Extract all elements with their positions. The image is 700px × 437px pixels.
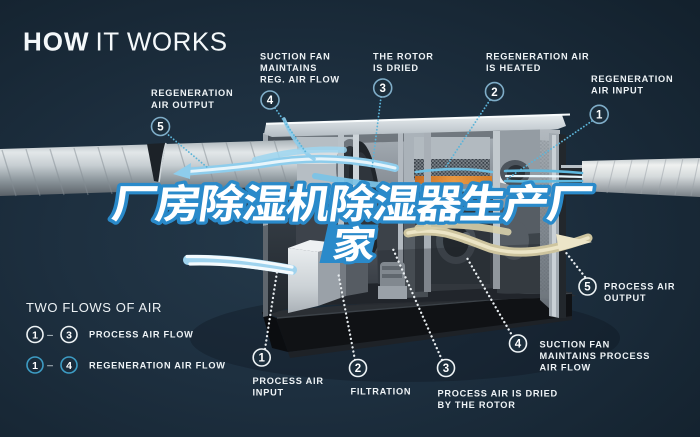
svg-text:HOW: HOW xyxy=(23,27,90,57)
svg-text:1: 1 xyxy=(596,110,603,122)
svg-text:REGENERATION: REGENERATION xyxy=(591,74,673,84)
svg-text:REGENERATION AIR FLOW: REGENERATION AIR FLOW xyxy=(89,360,226,370)
svg-text:4: 4 xyxy=(267,95,274,107)
svg-text:PROCESS AIR IS DRIED: PROCESS AIR IS DRIED xyxy=(438,389,558,399)
svg-text:FILTRATION: FILTRATION xyxy=(351,387,412,397)
svg-text:4: 4 xyxy=(66,360,72,372)
svg-text:IS HEATED: IS HEATED xyxy=(486,63,541,73)
svg-text:MAINTAINS PROCESS: MAINTAINS PROCESS xyxy=(540,351,651,361)
svg-text:IT WORKS: IT WORKS xyxy=(96,27,228,57)
svg-text:2: 2 xyxy=(491,87,497,99)
svg-text:SUCTION FAN: SUCTION FAN xyxy=(260,52,331,62)
svg-text:SUCTION FAN: SUCTION FAN xyxy=(540,340,611,350)
svg-text:THE ROTOR: THE ROTOR xyxy=(373,52,434,62)
svg-text:REGENERATION: REGENERATION xyxy=(151,88,233,98)
svg-text:TWO FLOWS OF AIR: TWO FLOWS OF AIR xyxy=(26,300,162,315)
svg-text:3: 3 xyxy=(379,83,385,95)
svg-text:INPUT: INPUT xyxy=(253,388,284,398)
svg-text:OUTPUT: OUTPUT xyxy=(604,293,646,303)
svg-text:3: 3 xyxy=(66,329,72,341)
svg-text:PROCESS AIR: PROCESS AIR xyxy=(253,376,324,386)
svg-text:4: 4 xyxy=(515,339,522,351)
svg-text:–: – xyxy=(47,360,53,372)
svg-text:IS DRIED: IS DRIED xyxy=(373,63,419,73)
svg-text:–: – xyxy=(47,329,53,341)
svg-text:AIR INPUT: AIR INPUT xyxy=(591,86,644,96)
svg-text:1: 1 xyxy=(32,329,38,341)
svg-text:PROCESS AIR: PROCESS AIR xyxy=(604,282,675,292)
svg-text:5: 5 xyxy=(584,282,591,294)
svg-text:2: 2 xyxy=(355,363,361,375)
svg-text:REG. AIR FLOW: REG. AIR FLOW xyxy=(260,75,340,85)
svg-text:3: 3 xyxy=(443,363,449,375)
svg-text:AIR FLOW: AIR FLOW xyxy=(540,363,591,373)
svg-text:5: 5 xyxy=(157,122,164,134)
svg-text:AIR OUTPUT: AIR OUTPUT xyxy=(151,100,215,110)
svg-text:BY THE ROTOR: BY THE ROTOR xyxy=(438,400,516,410)
svg-text:1: 1 xyxy=(32,360,38,372)
svg-text:1: 1 xyxy=(258,353,265,365)
svg-text:MAINTAINS: MAINTAINS xyxy=(260,63,317,73)
svg-text:PROCESS AIR FLOW: PROCESS AIR FLOW xyxy=(89,330,194,340)
svg-text:REGENERATION AIR: REGENERATION AIR xyxy=(486,52,589,62)
